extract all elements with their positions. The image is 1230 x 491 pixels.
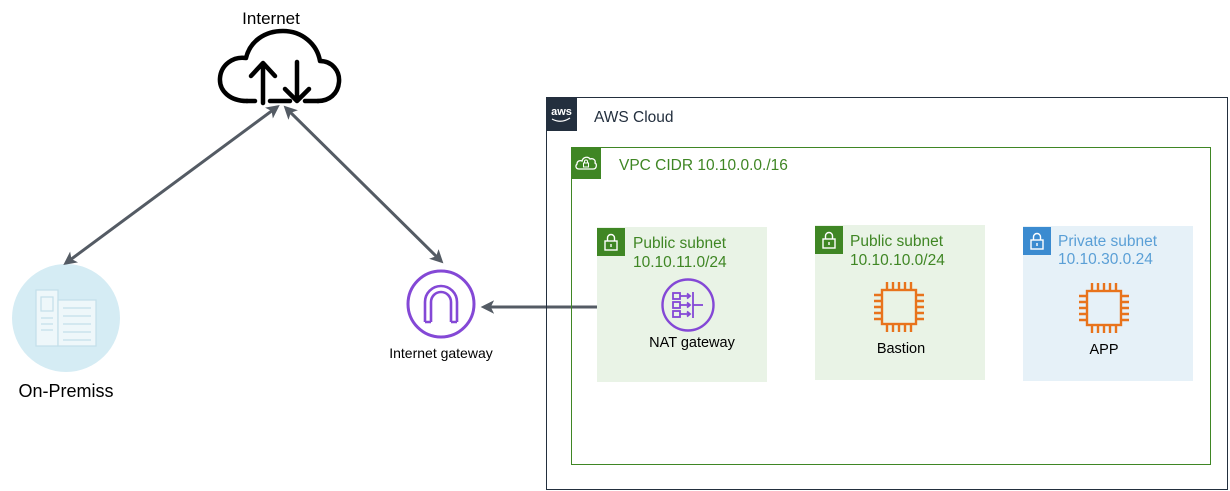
subnet-area xyxy=(815,225,985,380)
lock-icon xyxy=(815,226,843,254)
aws-cloud-boundary xyxy=(546,97,1228,490)
internet-node: Internet xyxy=(217,9,342,106)
aws-logo-icon: aws xyxy=(546,97,577,131)
internet-onpremise-arrow xyxy=(63,104,280,266)
internet-label: Internet xyxy=(242,9,300,28)
subnet-area xyxy=(1023,226,1193,381)
internet-gateway-label: Internet gateway xyxy=(389,345,493,361)
subnet-public-nat: Public subnet 10.10.11.0/24 NAT gateway xyxy=(597,227,767,382)
subnet-title: Private subnet xyxy=(1058,233,1158,250)
lock-icon xyxy=(1023,227,1051,255)
subnet-title: Public subnet xyxy=(850,233,944,250)
cloud-upload-download-icon xyxy=(217,28,342,106)
lock-icon xyxy=(597,228,625,256)
subnet-private-app: Private subnet 10.10.30.0.24 APP xyxy=(1023,226,1193,381)
internet-gateway-icon xyxy=(406,269,476,339)
aws-logo-text: aws xyxy=(551,106,572,118)
internet-gateway-arrow xyxy=(283,105,444,264)
bastion-label: Bastion xyxy=(877,341,925,357)
subnet-title: Public subnet xyxy=(633,235,727,252)
subnet-public-bastion: Public subnet 10.10.10.0/24 Bastion xyxy=(815,225,985,380)
subnet-cidr: 10.10.10.0/24 xyxy=(850,252,945,269)
subnet-cidr: 10.10.11.0/24 xyxy=(633,254,727,271)
vpc-icon xyxy=(571,147,601,179)
vpc-group: VPC CIDR 10.10.0.0./16 xyxy=(571,147,1211,465)
subnet-cidr: 10.10.30.0.24 xyxy=(1058,251,1153,268)
aws-cloud-label: AWS Cloud xyxy=(594,109,674,126)
vpc-label: VPC CIDR 10.10.0.0./16 xyxy=(619,157,788,174)
on-premise-label: On-Premiss xyxy=(18,381,113,401)
corporate-data-center-icon xyxy=(12,264,120,372)
vpc-boundary xyxy=(571,147,1211,465)
internet-gateway-node: Internet gateway xyxy=(389,269,493,361)
aws-cloud-group: aws AWS Cloud xyxy=(546,97,1228,490)
on-premise-node: On-Premiss xyxy=(12,264,120,401)
nat-gateway-label: NAT gateway xyxy=(649,335,735,351)
app-label: APP xyxy=(1089,342,1118,358)
